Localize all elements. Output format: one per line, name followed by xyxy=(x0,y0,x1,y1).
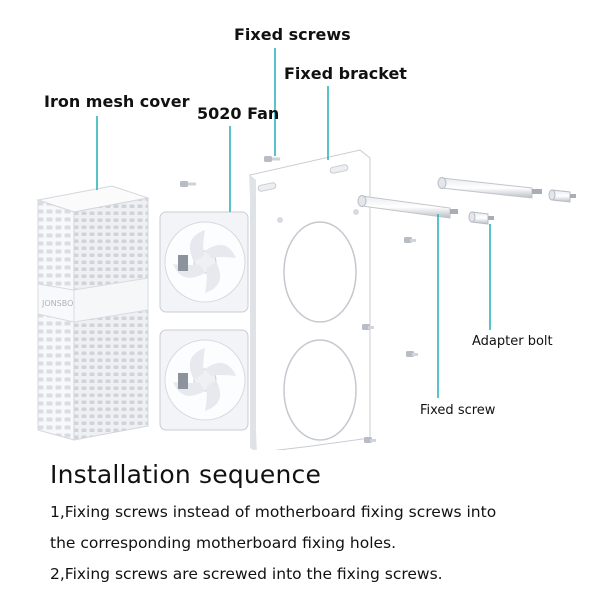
label-adapter-bolt: Adapter bolt xyxy=(472,334,553,349)
label-iron-mesh-cover: Iron mesh cover xyxy=(44,92,190,111)
label-fixed-screws: Fixed screws xyxy=(234,25,351,44)
installation-heading: Installation sequence xyxy=(50,460,322,489)
screw-r2 xyxy=(362,324,374,330)
standoff-bolt-lower xyxy=(357,195,458,219)
exploded-diagram: JONSBO xyxy=(36,25,576,453)
label-fixed-screw: Fixed screw xyxy=(420,403,496,418)
screw-left xyxy=(180,181,196,187)
instruction-step-1: 1,Fixing screws instead of motherboard f… xyxy=(50,503,497,521)
iron-mesh-cover: JONSBO xyxy=(36,185,150,441)
screw-r3 xyxy=(406,351,418,357)
label-5020-fan: 5020 Fan xyxy=(197,104,280,123)
standoff-bolt-upper xyxy=(437,177,542,199)
adapter-bolt-upper xyxy=(548,189,576,203)
adapter-bolt-lower xyxy=(468,211,494,225)
instruction-step-2: 2,Fixing screws are screwed into the fix… xyxy=(50,565,443,583)
screw-top xyxy=(264,156,280,162)
fixed-screws-set xyxy=(180,156,418,443)
exploded-diagram-svg: JONSBO xyxy=(36,48,576,453)
screw-r1 xyxy=(404,237,416,243)
fan-top xyxy=(159,211,249,313)
fan-bottom xyxy=(159,329,249,431)
fixed-bracket xyxy=(249,149,371,453)
leader-lines xyxy=(96,48,491,398)
screw-r4 xyxy=(364,437,376,443)
installation-instructions: Installation sequence 1,Fixing screws in… xyxy=(50,460,602,590)
brand-logo-mark: JONSBO xyxy=(41,299,73,308)
label-fixed-bracket: Fixed bracket xyxy=(284,64,407,83)
instruction-step-1-continued: the corresponding motherboard fixing hol… xyxy=(50,534,397,552)
